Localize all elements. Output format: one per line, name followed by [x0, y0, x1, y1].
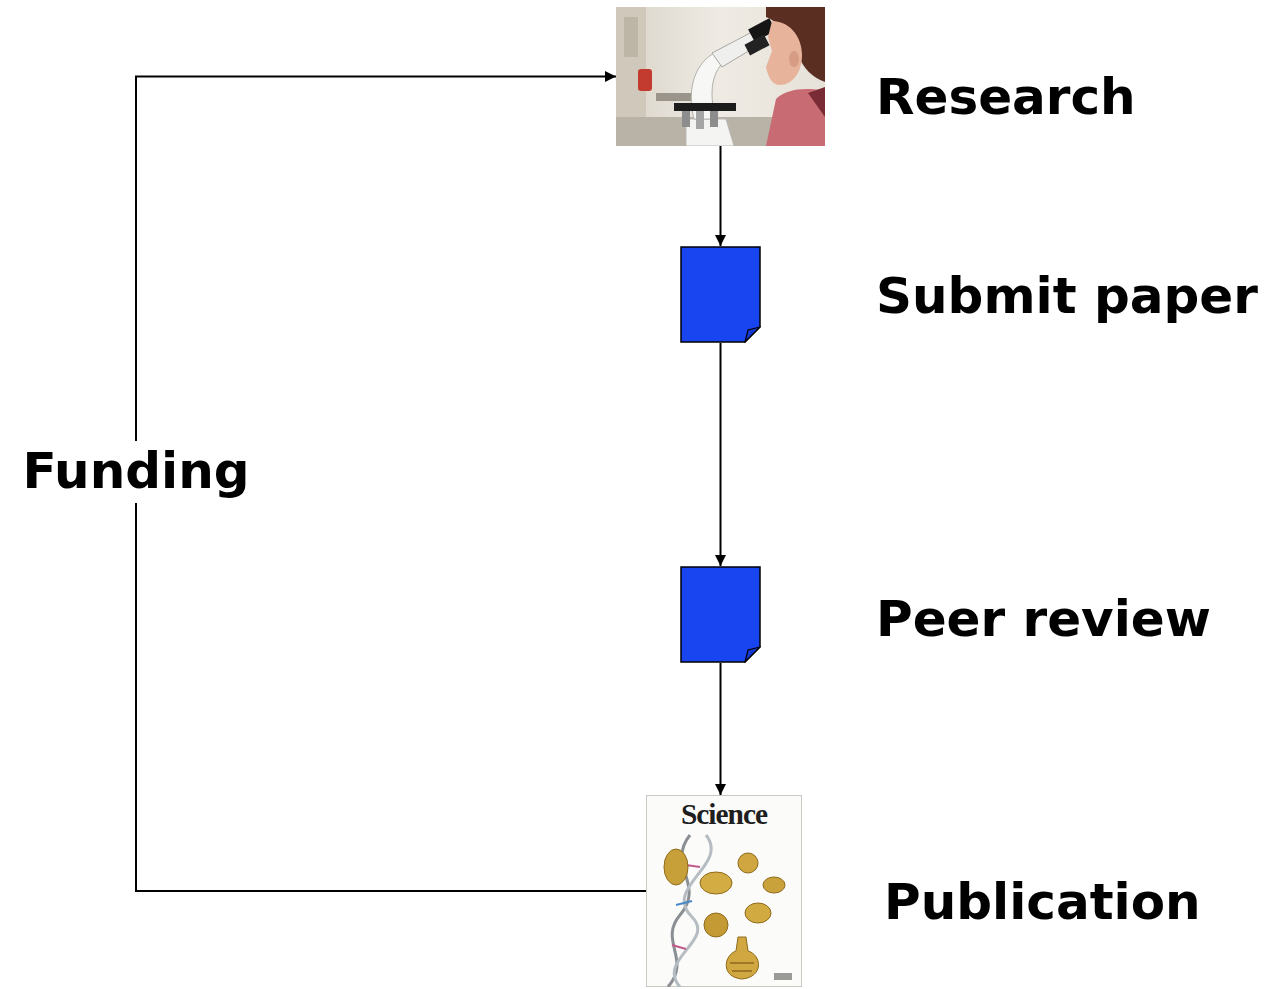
edge-label: Funding	[18, 441, 253, 503]
journal-cover: SciencePublication	[646, 795, 802, 987]
step-label: Publication	[884, 874, 1201, 932]
step-label: Peer review	[876, 591, 1211, 649]
step-label: Research	[876, 69, 1136, 127]
document-outline	[680, 566, 761, 663]
photo-box: Research	[616, 7, 825, 146]
page-fold	[745, 647, 760, 662]
step-label: Submit paper	[876, 268, 1258, 326]
document-shape: Peer review	[680, 566, 761, 663]
flow-arrow	[720, 343, 722, 566]
flow-arrow	[720, 663, 722, 795]
document-outline	[680, 246, 761, 343]
page-fold	[745, 327, 760, 342]
microscope-photo	[616, 7, 825, 146]
document-shape: Submit paper	[680, 246, 761, 343]
document-body	[681, 567, 760, 662]
masthead: Science	[646, 798, 802, 830]
flow-arrow	[720, 146, 722, 246]
document-body	[681, 247, 760, 342]
